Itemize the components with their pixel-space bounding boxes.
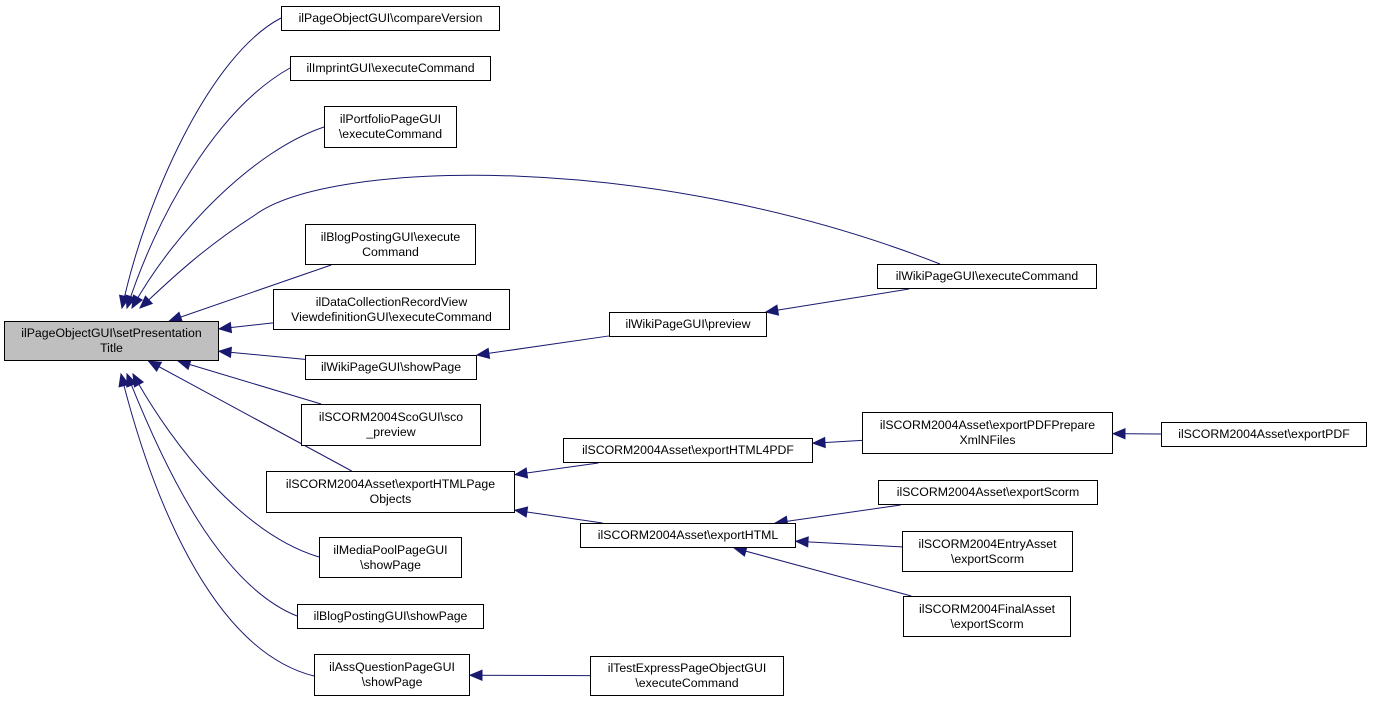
node-label-line: ilSCORM2004Asset\exportPDF bbox=[1178, 427, 1350, 441]
edge-wikiExec-to-wikiPreview-arrowhead bbox=[764, 304, 780, 316]
node-entryasset-exportscorm[interactable]: ilSCORM2004EntryAsset \exportScorm bbox=[902, 531, 1073, 572]
node-label-line: ilPageObjectGUI\compareVersion bbox=[298, 11, 483, 25]
node-exportpdfpreparexmlnfiles[interactable]: ilSCORM2004Asset\exportPDFPrepare XmlNFi… bbox=[862, 412, 1113, 454]
node-label-line: ilSCORM2004Asset\exportHTML4PDF bbox=[582, 443, 794, 457]
edge-assQuestionShow-to-root-arrowhead bbox=[118, 372, 130, 388]
node-label-line: ilPageObjectGUI\setPresentation bbox=[21, 326, 202, 340]
node-label-line: ilTestExpressPageObjectGUI bbox=[607, 661, 767, 675]
edge-wikiExec-to-root bbox=[139, 174, 941, 309]
node-label-line: \showPage bbox=[360, 557, 421, 572]
node-label-line: ilSCORM2004Asset\exportHTMLPage bbox=[285, 477, 496, 491]
edge-entryExportScorm-to-exportHTML bbox=[795, 540, 903, 548]
edge-mediaPoolShow-to-root bbox=[132, 373, 320, 558]
edge-wikiShowPage-to-root-arrowhead bbox=[217, 346, 232, 359]
edge-assQuestionShow-to-root bbox=[120, 373, 315, 677]
edge-exportHTML4PDF-to-exportHTMLPageObj bbox=[514, 462, 599, 476]
edge-finalExportScorm-to-exportHTML bbox=[734, 547, 912, 597]
node-label-line: \executeCommand bbox=[338, 127, 443, 141]
edge-wikiExec-to-root-arrowhead bbox=[139, 295, 154, 309]
node-datacollection-executecommand[interactable]: ilDataCollectionRecordView Viewdefinitio… bbox=[273, 289, 510, 330]
node-exportpdf[interactable]: ilSCORM2004Asset\exportPDF bbox=[1161, 422, 1367, 447]
node-label-line: _preview bbox=[366, 425, 416, 439]
node-label-line: ilAssQuestionPageGUI bbox=[329, 660, 455, 674]
node-label-line: \exportScorm bbox=[950, 551, 1025, 566]
node-label-line: ilSCORM2004ScoGUI\sco bbox=[318, 410, 464, 424]
node-label-line: ilSCORM2004Asset\exportPDFPrepare bbox=[879, 418, 1096, 432]
node-compareversion[interactable]: ilPageObjectGUI\compareVersion bbox=[281, 6, 500, 31]
edge-exportHTMLPageObj-to-root-arrowhead bbox=[147, 360, 163, 373]
node-finalasset-exportscorm[interactable]: ilSCORM2004FinalAsset \exportScorm bbox=[903, 596, 1071, 637]
edge-wikiExec-to-wikiPreview bbox=[765, 288, 910, 313]
edge-blogShowPage-to-root-arrowhead bbox=[126, 372, 137, 388]
node-imprint-executecommand[interactable]: ilImprintGUI\executeCommand bbox=[290, 56, 491, 81]
node-wiki-executecommand[interactable]: ilWikiPageGUI\executeCommand bbox=[877, 264, 1097, 289]
node-sco-preview[interactable]: ilSCORM2004ScoGUI\sco _preview bbox=[301, 404, 481, 446]
edge-compareVersion-to-root bbox=[121, 17, 282, 309]
node-blogposting-executecommand[interactable]: ilBlogPostingGUI\execute Command bbox=[305, 224, 476, 265]
node-exporthtml[interactable]: ilSCORM2004Asset\exportHTML bbox=[580, 523, 796, 548]
node-wiki-preview[interactable]: ilWikiPageGUI\preview bbox=[609, 312, 767, 337]
node-portfolio-executecommand[interactable]: ilPortfolioPageGUI \executeCommand bbox=[324, 106, 457, 148]
edge-portfolioExec-to-root-arrowhead bbox=[131, 294, 144, 310]
node-label-line: ilMediaPoolPageGUI bbox=[333, 542, 448, 557]
edge-exportHTMLPageObj-to-root bbox=[148, 360, 352, 472]
node-label-line: ilPortfolioPageGUI bbox=[339, 112, 442, 126]
node-label-line: \exportScorm bbox=[950, 616, 1024, 631]
node-setpresentationtitle: ilPageObjectGUI\setPresentation Title bbox=[4, 321, 219, 361]
node-label-line: ilSCORM2004FinalAsset bbox=[919, 601, 1055, 616]
edge-scoPreview-to-root bbox=[177, 360, 322, 405]
edge-exportPDFPrepare-to-exportHTML4PDF-arrowhead bbox=[811, 436, 826, 449]
node-label-line: Title bbox=[100, 341, 123, 355]
edge-entryExportScorm-to-exportHTML-arrowhead bbox=[794, 536, 809, 548]
edge-scoPreview-to-root-arrowhead bbox=[176, 359, 192, 371]
edge-mediaPoolShow-to-root-arrowhead bbox=[132, 372, 145, 388]
node-label-line: ilDataCollectionRecordView bbox=[315, 294, 468, 309]
node-label-line: ilSCORM2004Asset\exportHTML bbox=[597, 528, 779, 542]
edge-imprintExec-to-root bbox=[126, 67, 291, 309]
node-exporthtmlpageobjects[interactable]: ilSCORM2004Asset\exportHTMLPage Objects bbox=[266, 471, 515, 513]
edge-exportHTML-to-exportHTMLPageObj bbox=[514, 509, 603, 524]
node-label-line: \executeCommand bbox=[635, 676, 739, 690]
node-label-line: \showPage bbox=[361, 675, 423, 689]
node-mediapool-showpage[interactable]: ilMediaPoolPageGUI \showPage bbox=[319, 537, 462, 578]
edge-exportPDF-to-exportPDFPrepare-arrowhead bbox=[1111, 427, 1126, 440]
node-label-line: ilSCORM2004Asset\exportScorm bbox=[896, 485, 1080, 499]
node-assquestion-showpage[interactable]: ilAssQuestionPageGUI \showPage bbox=[314, 654, 470, 696]
edge-wikiPreview-to-wikiShowPage bbox=[476, 335, 610, 356]
node-label-line: ilBlogPostingGUI\execute bbox=[320, 229, 461, 244]
node-label-line: ilWikiPageGUI\showPage bbox=[320, 360, 462, 374]
node-blogposting-showpage[interactable]: ilBlogPostingGUI\showPage bbox=[297, 604, 484, 629]
node-label-line: ilWikiPageGUI\preview bbox=[625, 317, 751, 331]
edge-portfolioExec-to-root bbox=[131, 126, 325, 309]
edge-exportHTML-to-exportHTMLPageObj-arrowhead bbox=[513, 506, 529, 518]
node-label-line: ilWikiPageGUI\executeCommand bbox=[895, 269, 1079, 283]
node-label-line: ilBlogPostingGUI\showPage bbox=[313, 609, 468, 623]
node-label-line: ViewdefinitionGUI\executeCommand bbox=[291, 309, 492, 324]
node-exportscorm[interactable]: ilSCORM2004Asset\exportScorm bbox=[878, 480, 1098, 505]
edge-exportScorm-to-exportHTML bbox=[775, 504, 901, 524]
edge-dataCollExec-to-root-arrowhead bbox=[217, 321, 233, 334]
edge-testExpressExec-to-assQuestionShow-arrowhead bbox=[468, 669, 483, 682]
node-exporthtml4pdf[interactable]: ilSCORM2004Asset\exportHTML4PDF bbox=[563, 438, 813, 463]
edge-wikiShowPage-to-root bbox=[218, 350, 306, 360]
edge-exportHTML4PDF-to-exportHTMLPageObj-arrowhead bbox=[513, 467, 529, 479]
node-wiki-showpage[interactable]: ilWikiPageGUI\showPage bbox=[305, 355, 477, 380]
node-label-line: ilImprintGUI\executeCommand bbox=[306, 61, 475, 75]
node-label-line: ilSCORM2004EntryAsset bbox=[918, 536, 1057, 551]
node-label-line: Command bbox=[362, 244, 419, 259]
edge-wikiPreview-to-wikiShowPage-arrowhead bbox=[475, 347, 491, 359]
node-testexpress-executecommand[interactable]: ilTestExpressPageObjectGUI \executeComma… bbox=[590, 656, 784, 696]
edge-blogShowPage-to-root bbox=[126, 373, 298, 617]
node-label-line: Objects bbox=[369, 492, 412, 506]
edge-blogExec-to-root bbox=[169, 264, 332, 322]
node-label-line: XmlNFiles bbox=[959, 433, 1016, 447]
